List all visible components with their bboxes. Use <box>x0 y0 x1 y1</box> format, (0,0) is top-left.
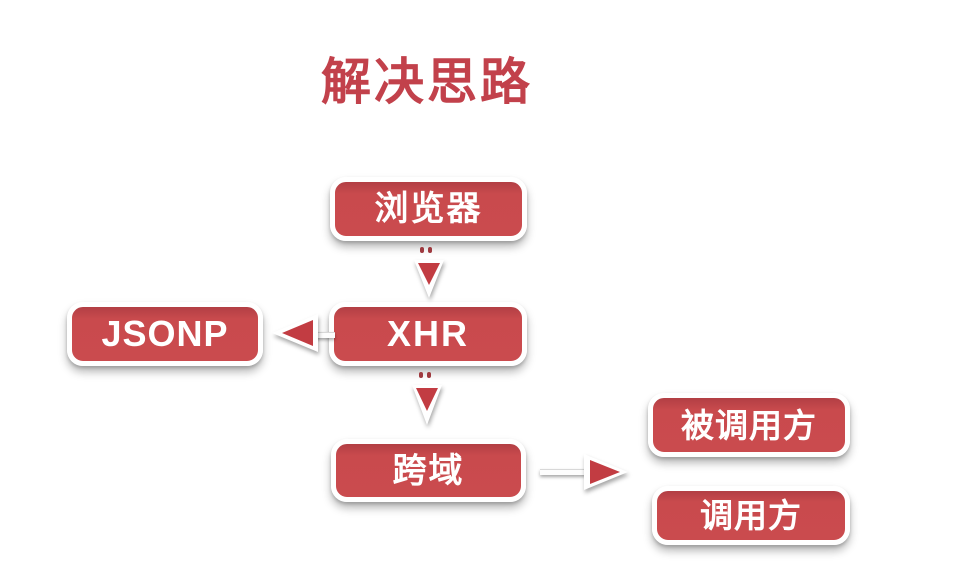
dash-artifact <box>419 372 431 378</box>
node-browser-label: 浏览器 <box>374 190 483 228</box>
node-callee: 被调用方 <box>648 393 850 457</box>
page-title: 解决思路 <box>321 54 533 110</box>
node-xhr-label: XHR <box>386 313 469 354</box>
node-xhr: XHR <box>329 302 527 366</box>
arrow-left-icon <box>272 314 318 352</box>
node-jsonp-label: JSONP <box>101 313 229 354</box>
dash-artifact <box>420 247 432 253</box>
node-caller-label: 调用方 <box>700 497 802 534</box>
node-browser: 浏览器 <box>330 177 527 241</box>
connector-line <box>303 332 335 338</box>
node-cross-domain-label: 跨域 <box>392 451 465 490</box>
arrow-down-icon <box>412 385 442 425</box>
node-jsonp: JSONP <box>67 302 263 366</box>
connector-line <box>540 469 586 475</box>
arrow-down-icon <box>414 260 444 298</box>
node-callee-label: 被调用方 <box>681 406 817 444</box>
arrow-right-icon <box>584 454 628 490</box>
node-caller: 调用方 <box>652 486 850 545</box>
node-cross-domain: 跨域 <box>331 439 526 502</box>
